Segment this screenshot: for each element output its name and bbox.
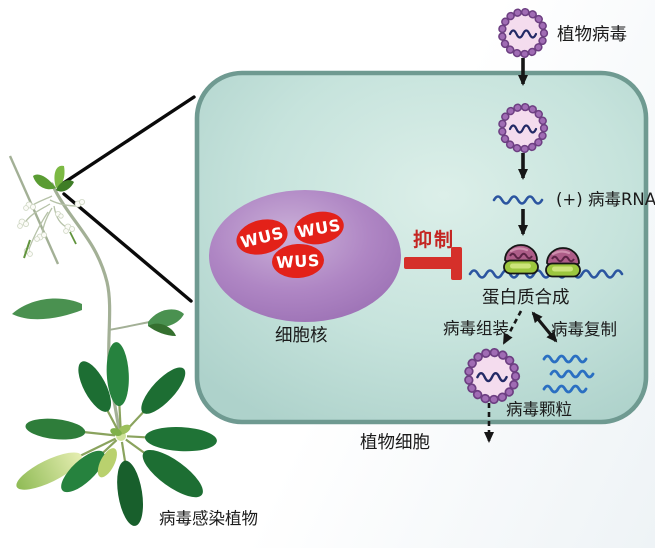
plant-stem [8,155,60,265]
plus-strand-rna [492,195,544,205]
ribosome [544,246,582,278]
infected-plant-illustration [8,155,217,526]
wus-protein-oval: WUS [236,219,288,255]
wus-protein-oval: WUS [294,211,344,245]
infected-plant-label: 病毒感染植物 [159,509,258,528]
protein-synthesis-label: 蛋白质合成 [482,288,570,308]
virus-particle-label: 病毒颗粒 [506,400,572,419]
mrna-strand [468,269,624,279]
magnification-callout-lines [60,95,196,303]
virus-particle-assembled [468,352,515,399]
virus-assembly-label: 病毒组装 [443,319,509,338]
virus-particle-entered [502,107,544,149]
inhibition-bar [404,257,455,269]
viral-rna-label: (+) 病毒RNA [556,190,655,209]
wus-label: WUS [276,251,321,272]
wus-protein-oval: WUS [272,243,324,279]
nucleus: WUS WUS WUS [209,190,401,322]
virus-pathway [468,12,624,443]
inhibition-symbol: 抑制 [404,228,462,280]
stem-leaves [12,298,184,336]
plant-main-stem [50,182,122,435]
rna-copies [542,354,595,394]
shoot-apex-leaves [33,165,74,192]
inhibition-label: 抑制 [413,228,455,251]
inhibition-cap [451,247,462,280]
ribosome [502,243,540,275]
plant-virus-label: 植物病毒 [557,25,627,45]
nucleus-label: 细胞核 [275,326,328,346]
rosette-leaves [16,342,217,526]
replication-double-arrow [531,311,558,343]
seed-pods [23,231,77,259]
plant-cell-label: 植物细胞 [360,433,430,453]
virus-particle-extracellular [502,12,544,54]
virus-replication-label: 病毒复制 [551,320,617,339]
assembly-dashed-arrow [502,310,523,345]
